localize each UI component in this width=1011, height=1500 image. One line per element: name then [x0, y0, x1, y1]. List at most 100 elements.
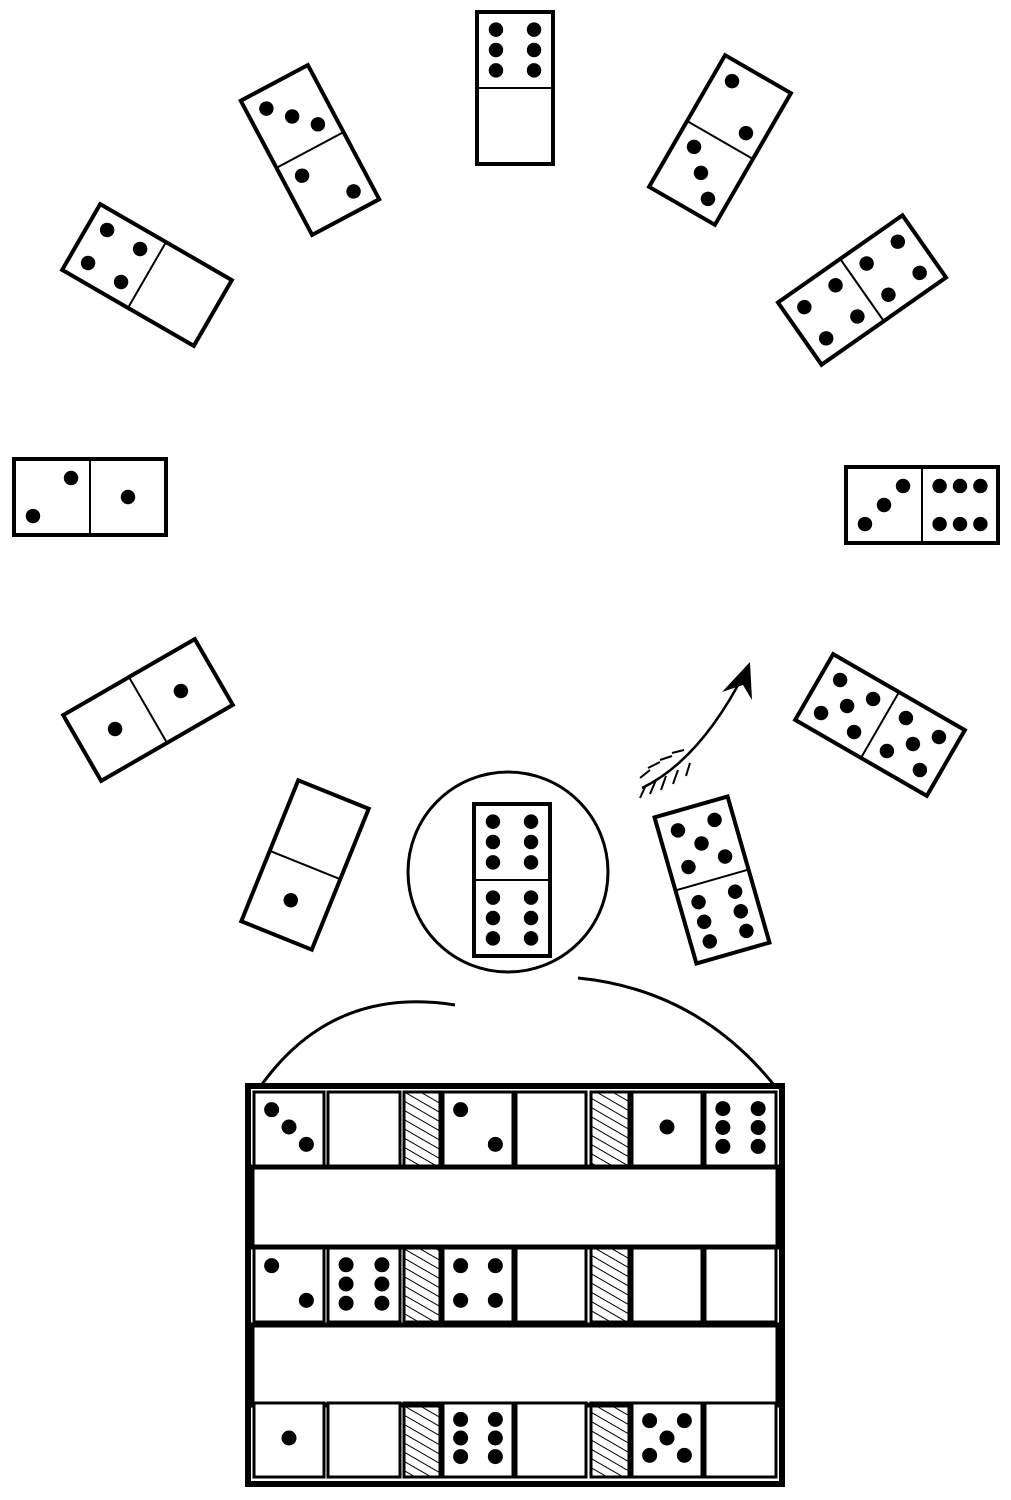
pip	[338, 1276, 354, 1292]
pip	[453, 1258, 469, 1274]
pip	[259, 101, 274, 116]
pip	[932, 516, 947, 532]
board-cell	[630, 1246, 704, 1324]
domino-divider	[128, 676, 168, 744]
highlighted-domino-group	[256, 770, 780, 1091]
pip	[724, 73, 740, 89]
pip	[487, 1136, 503, 1152]
domino-divider	[269, 849, 341, 881]
pip	[488, 22, 504, 37]
pip	[526, 63, 542, 78]
pip	[523, 910, 539, 926]
domino-highlighted	[472, 802, 552, 958]
pip	[453, 1292, 469, 1308]
hatched-cell	[402, 1401, 442, 1479]
board-cell	[252, 1401, 326, 1479]
pip	[487, 1292, 503, 1308]
domino-divider	[839, 258, 885, 322]
domino-right-lower	[792, 651, 968, 799]
board-row	[252, 1246, 778, 1324]
pip	[120, 489, 136, 505]
pip	[338, 1295, 354, 1311]
pip	[487, 1411, 503, 1427]
board-cell	[703, 1090, 778, 1168]
hatched-cell	[402, 1246, 442, 1324]
pip	[485, 855, 501, 870]
pip	[80, 255, 96, 271]
pip	[453, 1411, 469, 1427]
pip	[676, 1413, 692, 1429]
pip	[715, 1138, 731, 1154]
pip	[846, 724, 862, 740]
pip	[132, 241, 148, 257]
pip	[859, 256, 874, 271]
pip	[707, 812, 722, 828]
pip	[895, 478, 911, 494]
pip	[750, 1120, 766, 1135]
arrow-fletching	[639, 749, 691, 799]
pip	[281, 1430, 297, 1446]
pip	[294, 168, 310, 183]
board-cell	[630, 1090, 704, 1168]
pip	[264, 1258, 280, 1274]
pip	[727, 884, 743, 899]
pip	[642, 1447, 658, 1463]
domino-divider	[275, 131, 345, 169]
pip	[310, 117, 326, 132]
pip	[659, 1119, 675, 1135]
board-cell	[326, 1090, 402, 1168]
board-cell	[326, 1401, 402, 1479]
pip	[173, 683, 189, 699]
pip	[298, 1136, 314, 1152]
board-cell	[514, 1401, 588, 1479]
domino-top	[475, 10, 555, 166]
domino-divider	[860, 691, 900, 759]
pip	[696, 914, 712, 929]
pip	[642, 1413, 658, 1429]
pip	[828, 278, 843, 293]
pip	[750, 1101, 766, 1117]
board-cell	[441, 1090, 515, 1168]
pip	[952, 478, 968, 494]
pip	[374, 1295, 390, 1311]
pip	[839, 698, 855, 714]
pip	[488, 42, 504, 58]
pip	[717, 849, 733, 864]
pip	[485, 890, 501, 905]
pip	[700, 191, 716, 207]
board-cell	[441, 1246, 515, 1324]
domino-circle	[12, 10, 1000, 967]
pip	[485, 834, 501, 850]
pip	[691, 894, 706, 910]
clockwise-arrow	[639, 662, 752, 799]
pip	[284, 109, 300, 124]
pip	[693, 165, 709, 181]
pip	[453, 1102, 469, 1118]
pip	[485, 931, 501, 946]
pip	[338, 1257, 354, 1273]
pip	[298, 1292, 314, 1308]
pip	[715, 1120, 731, 1135]
pip	[818, 331, 834, 346]
pip	[526, 42, 542, 58]
pip	[733, 904, 748, 919]
board-cell	[703, 1401, 778, 1479]
pip	[523, 855, 539, 870]
domino-lower-right	[652, 793, 772, 967]
pip	[865, 691, 881, 707]
pip	[813, 705, 829, 721]
pip	[374, 1276, 390, 1292]
board-cell	[630, 1401, 704, 1479]
pip	[659, 1430, 675, 1446]
pip	[931, 729, 947, 745]
hatched-cell	[589, 1401, 631, 1479]
pip	[857, 516, 873, 532]
pip	[973, 478, 988, 494]
domino-divider	[675, 868, 749, 892]
pip	[670, 823, 686, 838]
pip	[898, 710, 914, 726]
pip	[797, 299, 812, 315]
board-cell	[252, 1246, 326, 1324]
domino-upper-right	[646, 52, 794, 228]
